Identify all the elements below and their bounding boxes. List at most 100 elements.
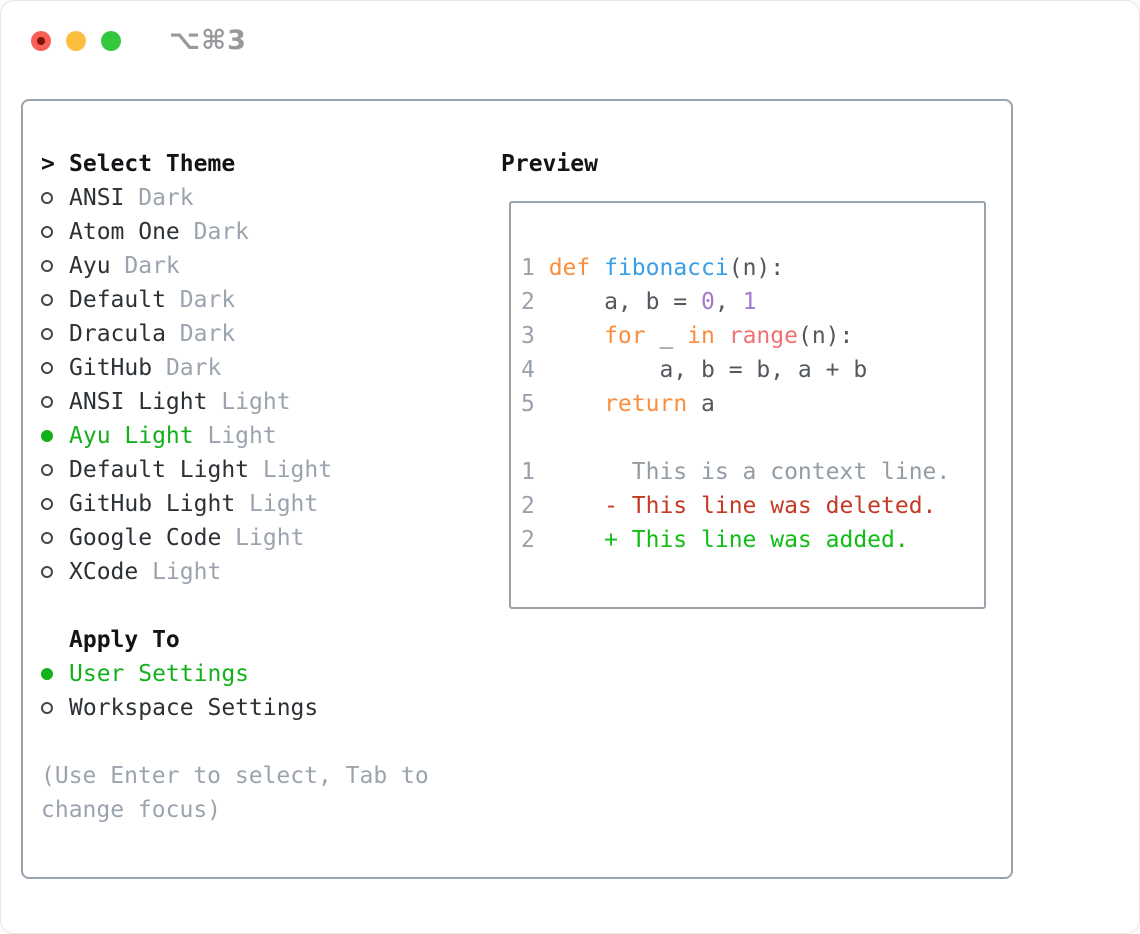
option-label: Google Code: [69, 525, 222, 551]
theme-option-google-code[interactable]: Google Code Light: [41, 521, 429, 555]
radio-icon: [41, 351, 69, 385]
code-token: in: [687, 323, 715, 349]
code-token: [590, 255, 604, 281]
code-token: 1: [742, 289, 757, 315]
titlebar: [31, 31, 121, 51]
radio-icon: [41, 283, 69, 317]
code-line: 1 This is a context line.: [521, 455, 976, 489]
apply-option-workspace-settings[interactable]: Workspace Settings: [41, 691, 429, 725]
option-label: GitHub Light: [69, 491, 236, 517]
theme-option-github-light[interactable]: GitHub Light Light: [41, 487, 429, 521]
theme-option-ayu[interactable]: Ayu Dark: [41, 249, 429, 283]
close-button[interactable]: [31, 31, 51, 51]
theme-variant-label: Dark: [165, 287, 236, 313]
code-token: range: [728, 323, 798, 349]
theme-option-ansi-light[interactable]: ANSI Light Light: [41, 385, 429, 419]
theme-variant-label: Light: [235, 491, 319, 517]
code-token: + This line was added.: [548, 527, 909, 553]
line-number: 3: [521, 323, 535, 349]
theme-option-default[interactable]: Default Dark: [41, 283, 429, 317]
section-title: Select Theme: [69, 151, 236, 177]
spacer: [41, 589, 429, 623]
theme-variant-label: Light: [207, 389, 291, 415]
option-label: XCode: [69, 559, 139, 585]
radio-icon: [41, 453, 69, 487]
code-token: _: [645, 323, 688, 349]
section-title: Apply To: [69, 627, 180, 653]
radio-icon: [41, 317, 69, 351]
radio-icon: [41, 691, 69, 725]
theme-option-xcode[interactable]: XCode Light: [41, 555, 429, 589]
code-line: 2 + This line was added.: [521, 523, 976, 557]
help-text: (Use Enter to select, Tab to: [41, 763, 429, 789]
option-label: Ayu: [69, 253, 111, 279]
code-line: [521, 421, 976, 455]
spacer: [41, 725, 429, 759]
selected-radio-icon: [41, 419, 69, 453]
option-label: Default Light: [69, 457, 250, 483]
code-token: a: [687, 391, 715, 417]
apply-to-header: Apply To: [41, 623, 429, 657]
theme-variant-label: Light: [138, 559, 222, 585]
select-theme-header: >Select Theme: [41, 147, 429, 181]
window-title: ⌥⌘3: [169, 25, 247, 56]
line-number: 5: [521, 391, 535, 417]
theme-option-dracula[interactable]: Dracula Dark: [41, 317, 429, 351]
option-label: ANSI Light: [69, 389, 208, 415]
line-number: 2: [521, 289, 535, 315]
code-line: 2 - This line was deleted.: [521, 489, 976, 523]
code-token: ,: [714, 289, 743, 315]
selected-radio-icon: [41, 657, 69, 691]
code-line: 4 a, b = b, a + b: [521, 353, 976, 387]
option-label: Ayu Light: [69, 423, 194, 449]
zoom-button[interactable]: [101, 31, 121, 51]
code-token: for: [604, 323, 646, 349]
theme-option-github[interactable]: GitHub Dark: [41, 351, 429, 385]
theme-option-default-light[interactable]: Default Light Light: [41, 453, 429, 487]
radio-icon: [41, 385, 69, 419]
minimize-button[interactable]: [66, 31, 86, 51]
option-label: User Settings: [69, 661, 250, 687]
code-token: (n):: [797, 323, 854, 349]
theme-variant-label: Light: [249, 457, 333, 483]
option-label: Default: [69, 287, 166, 313]
radio-icon: [41, 249, 69, 283]
radio-icon: [41, 215, 69, 249]
code-token: [549, 391, 604, 417]
code-token: def: [548, 255, 591, 281]
radio-icon: [41, 181, 69, 215]
help-text: change focus): [41, 797, 222, 823]
line-number: 1: [521, 459, 535, 485]
option-label: Dracula: [69, 321, 166, 347]
code-token: This is a context line.: [548, 459, 951, 485]
line-number: 2: [521, 493, 535, 519]
code-line: 5 return a: [521, 387, 976, 421]
option-label: ANSI: [69, 185, 125, 211]
theme-variant-label: Dark: [179, 219, 250, 245]
preview-title: Preview: [501, 151, 598, 177]
option-label: Atom One: [69, 219, 180, 245]
radio-icon: [41, 555, 69, 589]
theme-variant-label: Light: [193, 423, 277, 449]
code-line: 2 a, b = 0, 1: [521, 285, 976, 319]
code-token: return: [604, 391, 688, 417]
theme-option-ansi[interactable]: ANSI Dark: [41, 181, 429, 215]
theme-option-atom-one[interactable]: Atom One Dark: [41, 215, 429, 249]
code-token: a, b =: [548, 289, 702, 315]
code-token: [715, 323, 729, 349]
code-token: [549, 323, 604, 349]
line-number: 4: [521, 357, 535, 383]
option-label: Workspace Settings: [69, 695, 319, 721]
code-token: (n):: [728, 255, 785, 281]
line-number: 2: [521, 527, 535, 553]
code-token: - This line was deleted.: [548, 493, 937, 519]
theme-option-ayu-light[interactable]: Ayu Light Light: [41, 419, 429, 453]
apply-option-user-settings[interactable]: User Settings: [41, 657, 429, 691]
option-label: GitHub: [69, 355, 153, 381]
